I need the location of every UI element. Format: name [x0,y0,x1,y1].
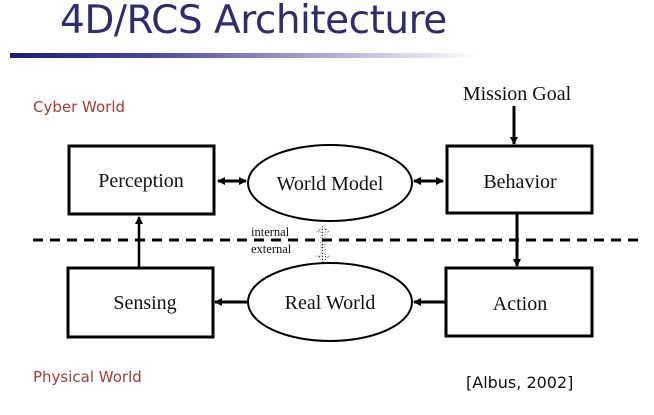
sensing-node: Sensing [66,266,215,339]
perception-label: Perception [98,170,184,192]
action-node: Action [444,266,594,338]
slide-title: 4D/RCS Architecture [60,0,447,43]
internal-external-correspondence-arrow [316,225,330,263]
behavior-node: Behavior [445,144,594,215]
world-model-label: World Model [277,173,384,195]
action-label: Action [493,293,547,315]
behavior-label: Behavior [483,171,557,193]
internal-label: internal [251,225,290,239]
title-underline [10,53,480,58]
citation: [Albus, 2002] [466,373,574,392]
world-model-node: World Model [247,144,413,222]
external-label: external [251,242,292,256]
sensing-label: Sensing [113,292,176,314]
physical-world-label: Physical World [33,368,142,386]
real-world-label: Real World [285,292,376,314]
perception-node: Perception [67,144,216,216]
cyber-world-label: Cyber World [33,98,126,116]
real-world-node: Real World [247,262,413,342]
mission-goal-label: Mission Goal [463,83,572,105]
